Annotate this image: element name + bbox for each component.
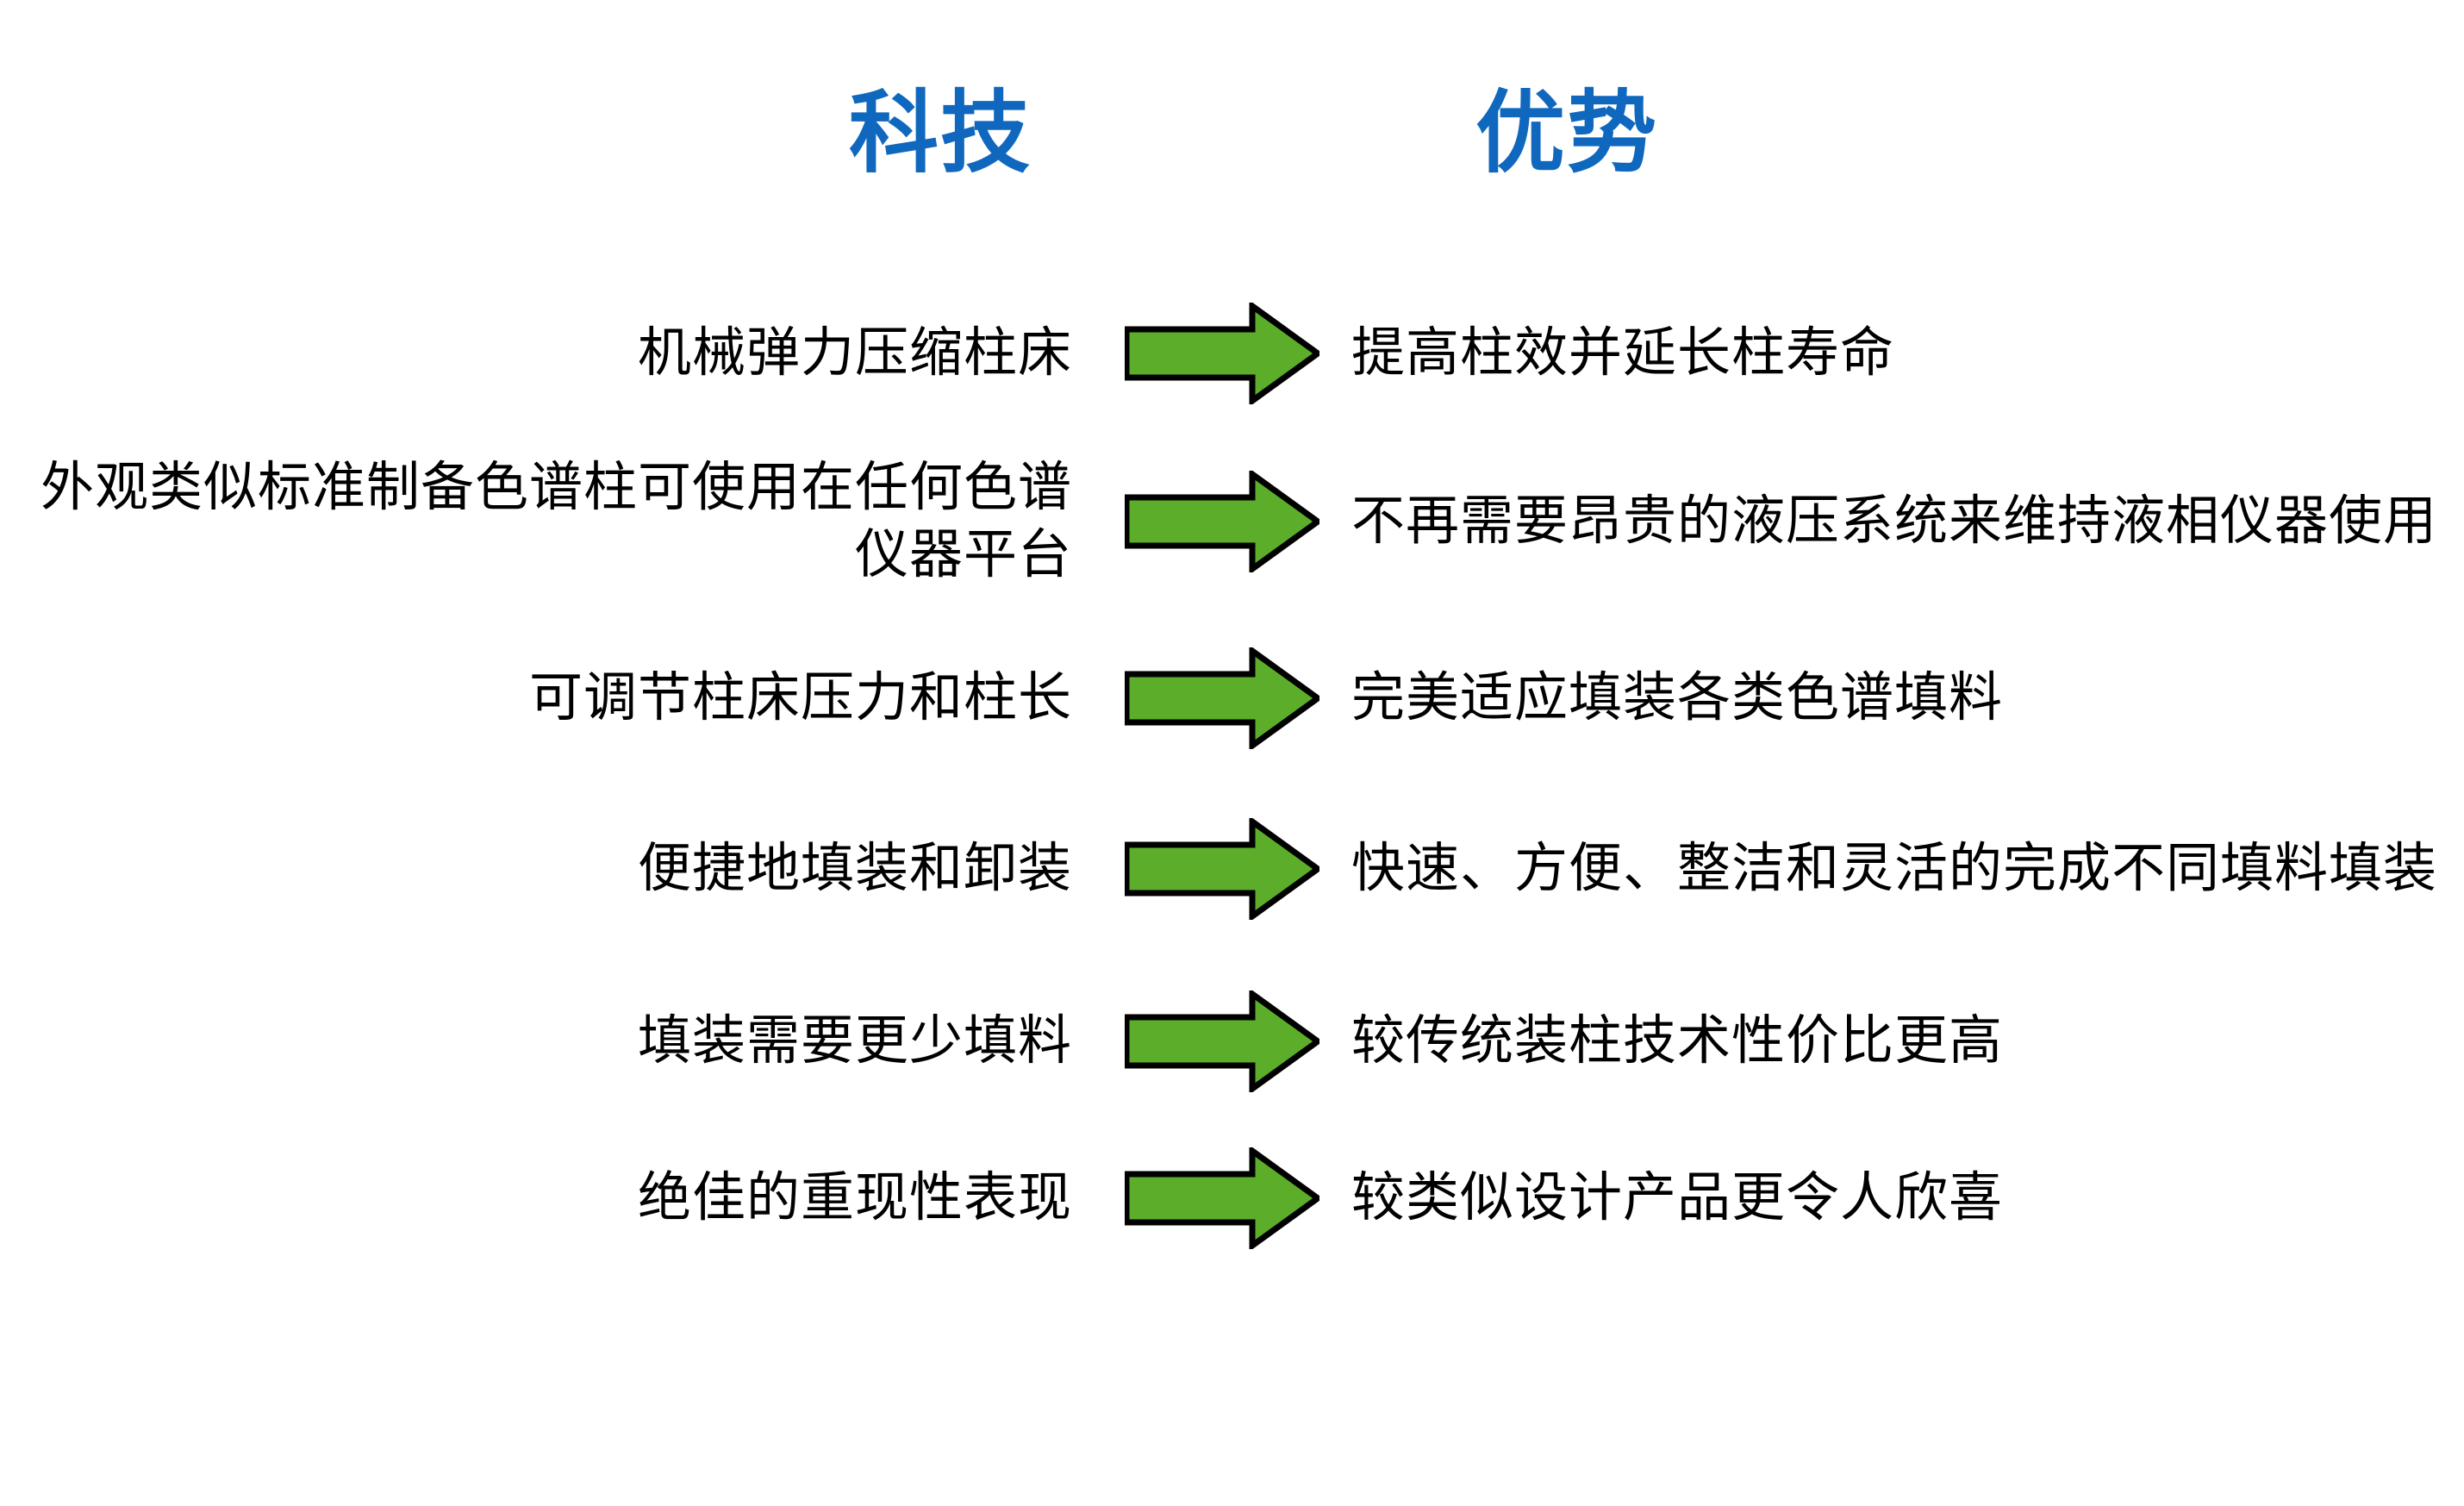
advantage-text: 不再需要昂贵的液压系统来维持液相仪器使用 — [1351, 491, 2438, 551]
column-header-advantage: 优势 — [1475, 84, 1659, 184]
advantage-cell: 完美适应填装各类色谱填料 — [1351, 665, 2464, 732]
advantage-text: 较类似设计产品更令人欣喜 — [1351, 1168, 2004, 1228]
technology-text: 可调节柱床压力和柱长 — [528, 668, 1072, 728]
green-right-arrow-icon — [1125, 471, 1319, 572]
technology-text: 外观类似标准制备色谱柱可使用在任何色谱仪器平台 — [40, 458, 1072, 584]
advantage-cell: 不再需要昂贵的液压系统来维持液相仪器使用 — [1351, 488, 2464, 555]
technology-text: 机械弹力压缩柱床 — [637, 323, 1072, 383]
technology-cell: 外观类似标准制备色谱柱可使用在任何色谱仪器平台 — [0, 454, 1093, 589]
technology-text: 填装需要更少填料 — [637, 1010, 1072, 1071]
technology-cell: 填装需要更少填料 — [0, 1008, 1093, 1075]
green-right-arrow-icon — [1125, 303, 1319, 404]
technology-text: 绝佳的重现性表现 — [637, 1168, 1072, 1228]
advantage-text: 完美适应填装各类色谱填料 — [1351, 668, 2004, 728]
arrow-cell — [1093, 817, 1351, 920]
arrow-cell — [1093, 471, 1351, 572]
comparison-row: 外观类似标准制备色谱柱可使用在任何色谱仪器平台 不再需要昂贵的液压系统来维持液相… — [0, 422, 2464, 621]
technology-cell: 便捷地填装和卸装 — [0, 835, 1093, 903]
arrow-cell — [1093, 303, 1351, 404]
advantage-cell: 提高柱效并延长柱寿命 — [1351, 320, 2464, 387]
technology-cell: 可调节柱床压力和柱长 — [0, 665, 1093, 732]
technology-cell: 绝佳的重现性表现 — [0, 1165, 1093, 1232]
arrow-cell — [1093, 990, 1351, 1092]
technology-cell: 机械弹力压缩柱床 — [0, 320, 1093, 387]
comparison-row: 便捷地填装和卸装 快速、方便、整洁和灵活的完成不同填料填装 — [0, 776, 2464, 961]
advantage-cell: 较传统装柱技术性价比更高 — [1351, 1008, 2464, 1075]
arrow-cell — [1093, 647, 1351, 749]
advantage-text: 较传统装柱技术性价比更高 — [1351, 1010, 2004, 1071]
advantage-cell: 快速、方便、整洁和灵活的完成不同填料填装 — [1351, 835, 2464, 903]
column-headers: 科技 优势 — [0, 79, 2464, 191]
comparison-row: 机械弹力压缩柱床 提高柱效并延长柱寿命 — [0, 284, 2464, 422]
comparison-row: 填装需要更少填料 较传统装柱技术性价比更高 — [0, 961, 2464, 1121]
column-header-technology: 科技 — [849, 84, 1032, 184]
advantage-cell: 较类似设计产品更令人欣喜 — [1351, 1165, 2464, 1232]
green-right-arrow-icon — [1125, 1147, 1319, 1249]
green-right-arrow-icon — [1125, 817, 1319, 920]
advantage-text: 快速、方便、整洁和灵活的完成不同填料填装 — [1351, 838, 2438, 898]
arrow-cell — [1093, 1147, 1351, 1249]
comparison-row: 绝佳的重现性表现 较类似设计产品更令人欣喜 — [0, 1121, 2464, 1276]
green-right-arrow-icon — [1125, 647, 1319, 749]
green-right-arrow-icon — [1125, 990, 1319, 1092]
technology-text: 便捷地填装和卸装 — [637, 838, 1072, 898]
comparison-rows: 机械弹力压缩柱床 提高柱效并延长柱寿命 外观类似标准制备色谱柱可使用在任何色谱仪… — [0, 284, 2464, 1276]
comparison-row: 可调节柱床压力和柱长 完美适应填装各类色谱填料 — [0, 621, 2464, 776]
advantage-text: 提高柱效并延长柱寿命 — [1351, 323, 1895, 383]
